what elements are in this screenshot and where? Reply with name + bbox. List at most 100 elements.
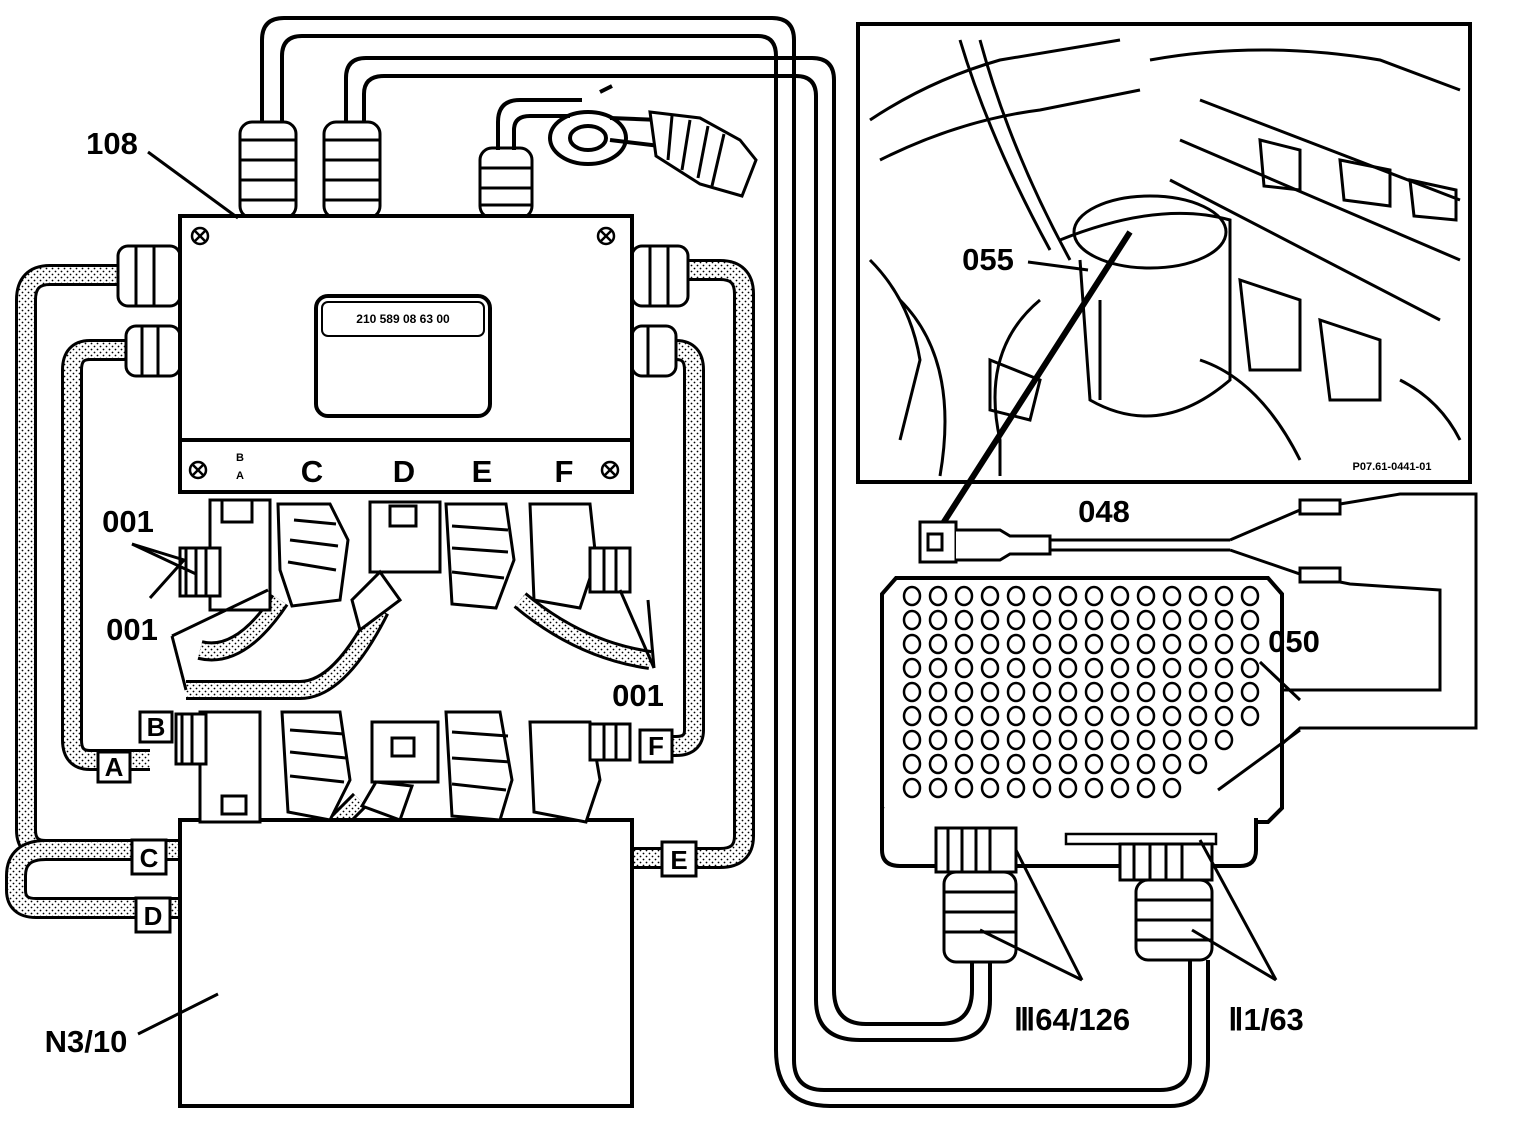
socket-pin: [954, 633, 974, 655]
socket-pin: [902, 657, 922, 679]
label-n3-10: N3/10: [45, 1024, 128, 1059]
socket-pin: [954, 681, 974, 703]
socket-pin: [1136, 633, 1156, 655]
socket-pin: [1006, 777, 1026, 799]
socket-pin: [1032, 777, 1052, 799]
control-module-n3-10: [178, 818, 634, 1108]
socket-pin: [1006, 609, 1026, 631]
socket-pin: [902, 585, 922, 607]
leader-lines: [131, 150, 1302, 1036]
socket-pin: [1188, 657, 1208, 679]
socket-pin: [1032, 585, 1052, 607]
socket-pin: [1188, 585, 1208, 607]
socket-pin: [928, 633, 948, 655]
socket-pin: [1214, 657, 1234, 679]
socket-pin: [1240, 585, 1260, 607]
adapter-box-108: 210 589 08 63 00 B A C D E F: [178, 214, 634, 494]
socket-pin: [1136, 753, 1156, 775]
socket-pin: [1136, 777, 1156, 799]
strip-letter-d: D: [393, 454, 415, 489]
tag-e: E: [670, 845, 687, 875]
socket-pin: [1136, 657, 1156, 679]
socket-pin: [954, 609, 974, 631]
label-048: 048: [1078, 494, 1130, 529]
socket-pin: [1084, 681, 1104, 703]
socket-pin: [928, 753, 948, 775]
socket-pin: [1058, 657, 1078, 679]
socket-pin: [1136, 705, 1156, 727]
socket-pin: [954, 705, 974, 727]
callouts: 108 055 048 050 001 001 001 N3/10 Ⅲ64/12…: [45, 126, 1320, 1059]
socket-pin: [902, 753, 922, 775]
socket-pin: [1006, 753, 1026, 775]
socket-pin: [902, 681, 922, 703]
socket-pin: [1084, 609, 1104, 631]
socket-pin: [1110, 681, 1130, 703]
socket-pin: [1188, 609, 1208, 631]
cable-glands: [238, 120, 534, 220]
socket-pin: [1032, 729, 1052, 751]
socket-pin: [980, 777, 1000, 799]
socket-pin: [1162, 633, 1182, 655]
label-108: 108: [86, 126, 138, 161]
socket-pin: [1162, 705, 1182, 727]
lower-connectors: [174, 710, 632, 824]
socket-pin: [1110, 585, 1130, 607]
socket-pin: [1214, 681, 1234, 703]
socket-pin: [1084, 729, 1104, 751]
engine-inset: P07.61-0441-01: [856, 22, 1472, 530]
socket-pin: [1136, 681, 1156, 703]
socket-pin: [1084, 633, 1104, 655]
socket-pin: [1162, 585, 1182, 607]
socket-pin: [902, 609, 922, 631]
socket-pin: [980, 705, 1000, 727]
socket-pin: [980, 585, 1000, 607]
socket-pin: [1032, 657, 1052, 679]
label-socket-2: Ⅱ1/63: [1228, 1002, 1304, 1037]
socket-pin: [928, 705, 948, 727]
socket-pin: [980, 657, 1000, 679]
socket-pin: [1214, 585, 1234, 607]
screw-icon: [188, 226, 620, 480]
socket-pin: [902, 705, 922, 727]
socket-pin: [1240, 657, 1260, 679]
tag-c: C: [140, 843, 159, 873]
strip-letter-f: F: [555, 454, 574, 489]
socket-pin: [902, 633, 922, 655]
socket-pin: [1162, 681, 1182, 703]
socket-pin: [1214, 633, 1234, 655]
socket-pin: [1084, 585, 1104, 607]
socket-pin: [1006, 729, 1026, 751]
tag-f: F: [648, 731, 664, 761]
label-001-upper: 001: [102, 504, 154, 539]
socket-pin: [1058, 609, 1078, 631]
socket-pin: [954, 729, 974, 751]
tag-a: A: [105, 752, 124, 782]
socket-pin: [980, 681, 1000, 703]
socket-pin: [1006, 705, 1026, 727]
label-001-middle: 001: [106, 612, 158, 647]
socket-pin: [928, 777, 948, 799]
socket-pin: [1006, 657, 1026, 679]
socket-pin: [1110, 657, 1130, 679]
socket-pin: [1188, 633, 1208, 655]
socket-pin: [1214, 729, 1234, 751]
socket-pin: [1058, 633, 1078, 655]
test-cable-048: [918, 492, 1478, 831]
socket-pin: [1162, 657, 1182, 679]
socket-pin: [1032, 633, 1052, 655]
label-001-right: 001: [612, 678, 664, 713]
socket-pin: [1214, 609, 1234, 631]
socket-pin: [954, 657, 974, 679]
strip-letter-b: B: [236, 452, 244, 464]
socket-pin: [1214, 705, 1234, 727]
harness-tags: B A F C D E: [96, 710, 698, 934]
socket-pin: [1058, 585, 1078, 607]
socket-pin: [1240, 705, 1260, 727]
socket-pin: [1188, 705, 1208, 727]
plug-icon: [648, 110, 758, 198]
tag-b: B: [147, 712, 166, 742]
socket-pin: [1240, 609, 1260, 631]
socket-pin: [1058, 729, 1078, 751]
